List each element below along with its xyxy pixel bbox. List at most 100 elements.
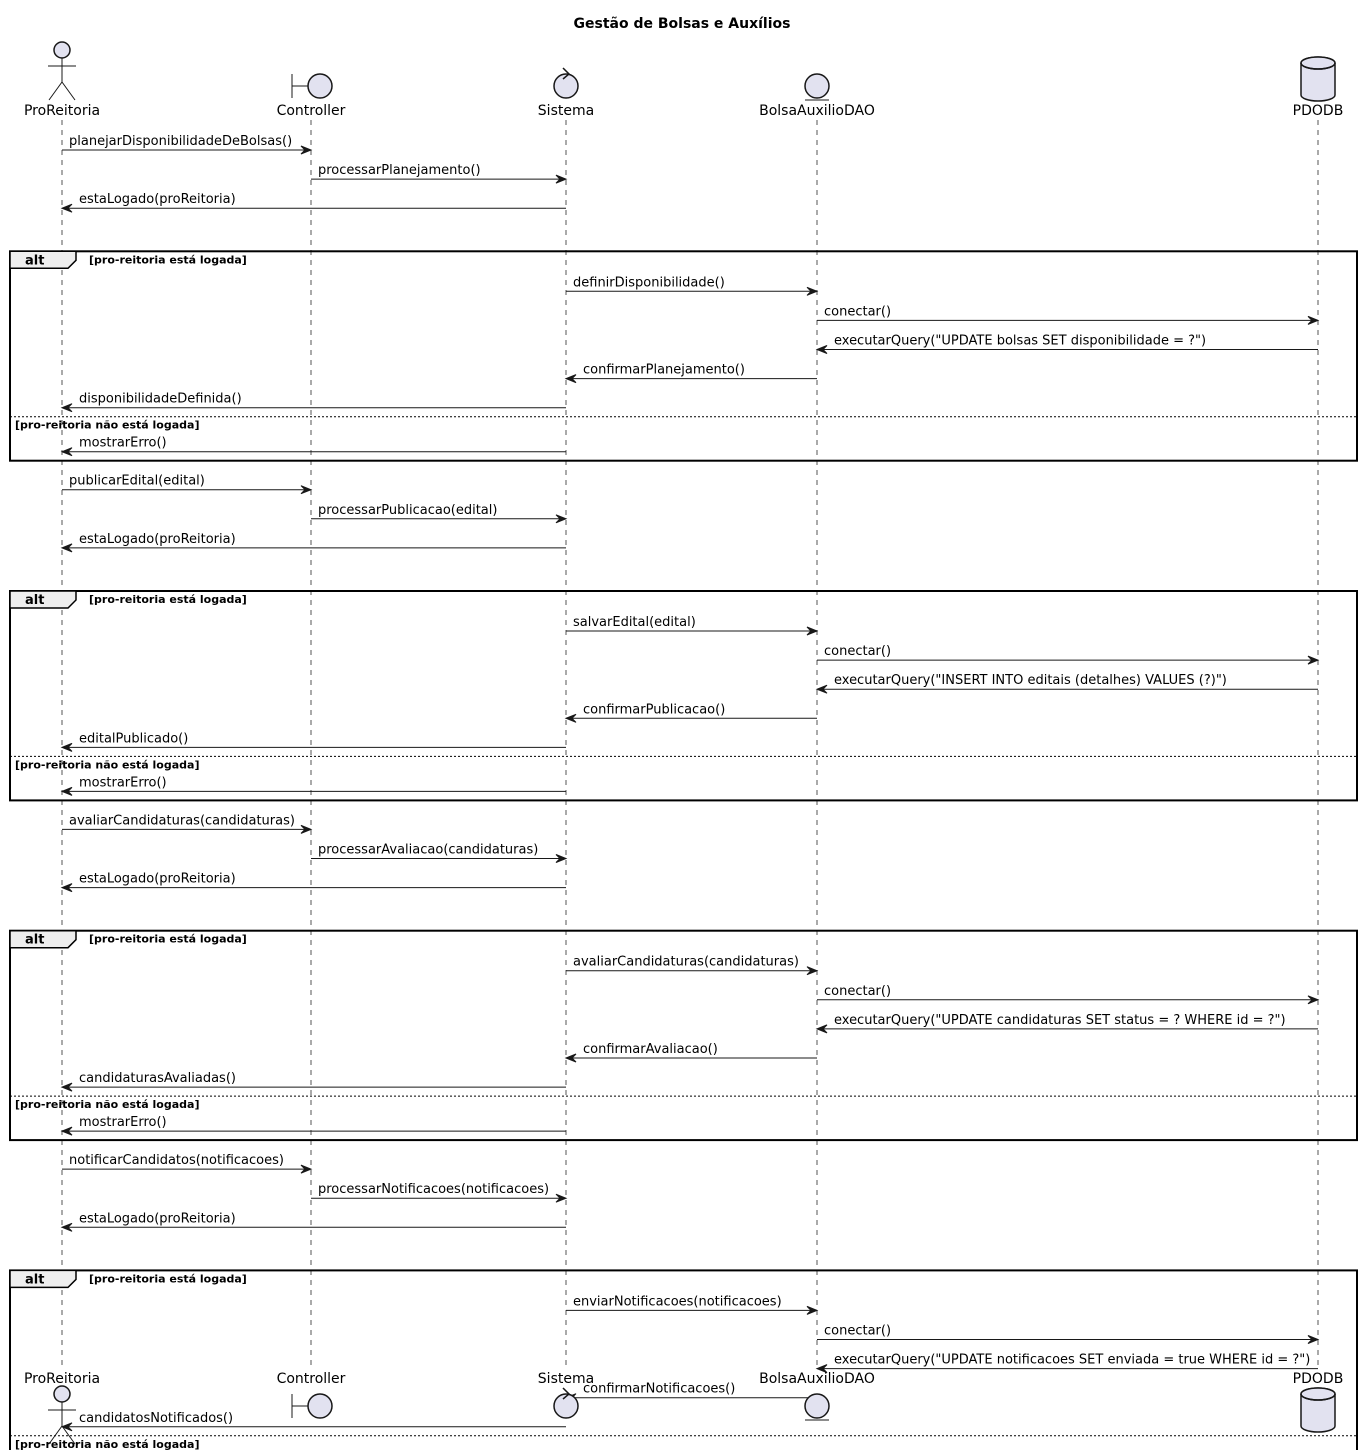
message: mostrarErro() — [60, 775, 566, 796]
message-label: disponibilidadeDefinida() — [79, 392, 242, 407]
participant-name-sy: Sistema — [538, 103, 594, 119]
diagram-title: Gestão de Bolsas e Auxílios — [574, 16, 791, 32]
message-label: mostrarErro() — [79, 775, 167, 790]
alt-keyword: alt — [25, 1272, 44, 1287]
message-label: processarPlanejamento() — [318, 163, 481, 178]
message: candidaturasAvaliadas() — [60, 1071, 566, 1092]
message: editalPublicado() — [60, 731, 566, 752]
message-label: candidatosNotificados() — [79, 1411, 233, 1426]
message-label: publicarEdital(edital) — [69, 474, 205, 489]
participant-name-bottom-dao: BolsaAuxilioDAO — [759, 1371, 875, 1387]
guard-else: [pro-reitoria não está logada] — [15, 758, 199, 771]
message: executarQuery("UPDATE notificacoes SET e… — [815, 1353, 1318, 1374]
alt-frames: alt [pro-reitoria está logada] [pro-reitor… — [9, 250, 1358, 1450]
control-icon — [553, 67, 579, 99]
message: avaliarCandidaturas(candidaturas) — [566, 955, 819, 976]
message-label: executarQuery("INSERT INTO editais (deta… — [834, 673, 1227, 688]
guard-if: [pro-reitoria está logada] — [89, 593, 247, 606]
alt-frame: alt [pro-reitoria está logada] [pro-reitor… — [9, 929, 1358, 1142]
database-icon — [1300, 1387, 1336, 1433]
message: estaLogado(proReitoria) — [60, 872, 566, 893]
message-label: avaliarCandidaturas(candidaturas) — [573, 955, 799, 970]
participant-name-db: PDODB — [1293, 103, 1344, 119]
message: definirDisponibilidade() — [566, 275, 819, 296]
participant-name-bottom-db: PDODB — [1293, 1371, 1344, 1387]
message: processarPublicacao(edital) — [311, 503, 568, 524]
message-label: processarAvaliacao(candidaturas) — [318, 843, 538, 858]
participant-name-dao: BolsaAuxilioDAO — [759, 103, 875, 119]
message-label: notificarCandidatos(notificacoes) — [69, 1153, 284, 1168]
message-label: estaLogado(proReitoria) — [79, 532, 236, 547]
message: conectar() — [817, 644, 1320, 665]
message: estaLogado(proReitoria) — [60, 532, 566, 553]
messages: planejarDisponibilidadeDeBolsas() process… — [60, 134, 1320, 1432]
message-label: estaLogado(proReitoria) — [79, 192, 236, 207]
message: processarPlanejamento() — [311, 163, 568, 184]
message: avaliarCandidaturas(candidaturas) — [62, 813, 313, 834]
message: confirmarPlanejamento() — [564, 363, 817, 384]
guard-else: [pro-reitoria não está logada] — [15, 419, 199, 432]
message-label: confirmarAvaliacao() — [583, 1042, 718, 1057]
guard-else: [pro-reitoria não está logada] — [15, 1098, 199, 1111]
message-label: avaliarCandidaturas(candidaturas) — [69, 813, 295, 828]
message: notificarCandidatos(notificacoes) — [62, 1153, 313, 1174]
message: confirmarAvaliacao() — [564, 1042, 817, 1063]
entity-icon — [804, 73, 830, 101]
alt-frame: alt [pro-reitoria está logada] [pro-reitor… — [9, 590, 1358, 802]
message-label: executarQuery("UPDATE bolsas SET disponi… — [834, 334, 1206, 349]
message-label: candidaturasAvaliadas() — [79, 1071, 236, 1086]
participant-name-bottom-ct: Controller — [277, 1371, 346, 1387]
boundary-icon — [291, 73, 333, 99]
message-label: definirDisponibilidade() — [573, 275, 725, 290]
message-label: processarNotificacoes(notificacoes) — [318, 1182, 549, 1197]
participant-name-bottom-pr: ProReitoria — [24, 1371, 100, 1387]
message: candidatosNotificados() — [60, 1411, 566, 1432]
actor-icon — [48, 41, 76, 101]
message: processarNotificacoes(notificacoes) — [311, 1182, 568, 1203]
message-label: confirmarPlanejamento() — [583, 363, 745, 378]
message-label: planejarDisponibilidadeDeBolsas() — [69, 134, 292, 149]
control-icon — [553, 1387, 579, 1419]
lifelines — [61, 120, 1319, 1368]
message-label: processarPublicacao(edital) — [318, 503, 497, 518]
message: planejarDisponibilidadeDeBolsas() — [62, 134, 313, 155]
message-label: enviarNotificacoes(notificacoes) — [573, 1294, 782, 1309]
message: conectar() — [817, 984, 1320, 1005]
guard-if: [pro-reitoria está logada] — [89, 253, 247, 266]
message: confirmarPublicacao() — [564, 702, 817, 723]
message-label: salvarEdital(edital) — [573, 615, 696, 630]
participant-name-bottom-sy: Sistema — [538, 1371, 594, 1387]
message: executarQuery("UPDATE candidaturas SET s… — [815, 1013, 1318, 1034]
message-label: conectar() — [824, 984, 891, 999]
message: conectar() — [817, 1324, 1320, 1344]
message: executarQuery("UPDATE bolsas SET disponi… — [815, 334, 1318, 354]
message-label: estaLogado(proReitoria) — [79, 872, 236, 887]
participant-name-ct: Controller — [277, 103, 346, 119]
message-label: confirmarNotificacoes() — [583, 1382, 735, 1397]
entity-icon — [804, 1393, 830, 1421]
message-label: executarQuery("UPDATE notificacoes SET e… — [834, 1353, 1310, 1368]
alt-frame: alt [pro-reitoria está logada] [pro-reitor… — [9, 250, 1358, 462]
message: mostrarErro() — [60, 1115, 566, 1136]
alt-keyword: alt — [25, 933, 44, 948]
alt-frame: alt [pro-reitoria está logada] [pro-reitor… — [9, 1269, 1358, 1450]
message-label: confirmarPublicacao() — [583, 702, 725, 717]
alt-keyword: alt — [25, 593, 44, 608]
message: executarQuery("INSERT INTO editais (deta… — [815, 673, 1318, 694]
alt-keyword: alt — [25, 253, 44, 268]
actor-icon — [48, 1385, 76, 1445]
message: mostrarErro() — [60, 436, 566, 457]
message: conectar() — [817, 304, 1320, 325]
message-label: conectar() — [824, 644, 891, 659]
message: estaLogado(proReitoria) — [60, 1211, 566, 1232]
guard-else: [pro-reitoria não está logada] — [15, 1438, 199, 1450]
message-label: editalPublicado() — [79, 731, 188, 746]
message: disponibilidadeDefinida() — [60, 392, 566, 413]
message: enviarNotificacoes(notificacoes) — [566, 1294, 819, 1315]
message: estaLogado(proReitoria) — [60, 192, 566, 213]
participant-name-pr: ProReitoria — [24, 103, 100, 119]
guard-if: [pro-reitoria está logada] — [89, 1272, 247, 1285]
message-label: mostrarErro() — [79, 436, 167, 451]
guard-if: [pro-reitoria está logada] — [89, 933, 247, 946]
